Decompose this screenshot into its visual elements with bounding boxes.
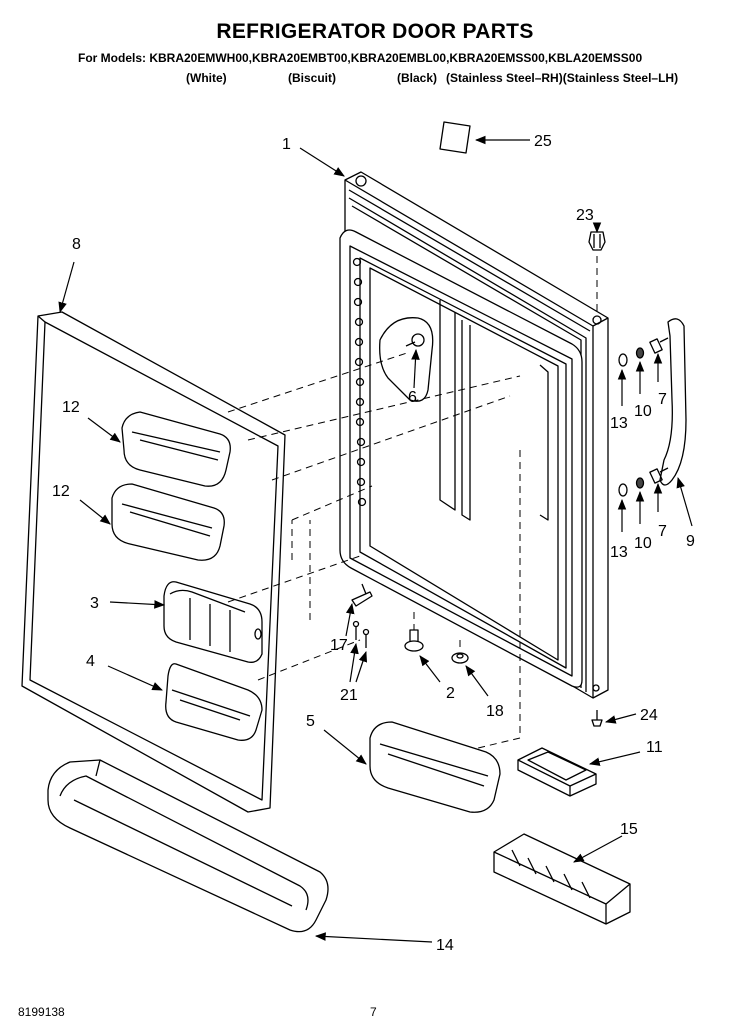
part-washer-18	[451, 652, 469, 664]
part-door-handle	[659, 318, 687, 486]
part-door-bin-upper-1	[121, 411, 231, 487]
callout-5: 5	[306, 713, 315, 730]
part-screw-24	[591, 710, 603, 727]
callout-6: 6	[408, 389, 417, 406]
callout-15: 15	[620, 821, 638, 838]
callout-9: 9	[686, 533, 695, 550]
variant-white: (White)	[186, 71, 227, 85]
callout-8: 8	[72, 236, 81, 253]
callout-1: 1	[282, 136, 291, 153]
callout-18: 18	[486, 703, 504, 720]
part-dairy-compartment	[163, 581, 263, 663]
variant-biscuit: (Biscuit)	[288, 71, 336, 85]
callout-17: 17	[330, 637, 348, 654]
liner-screw-holes	[352, 257, 367, 507]
callout-2: 2	[446, 685, 455, 702]
callout-3: 3	[90, 595, 99, 612]
callout-12-upper: 12	[62, 399, 80, 416]
variant-black: (Black)	[397, 71, 438, 85]
callout-7-upper: 7	[658, 391, 667, 408]
models-line: For Models: KBRA20EMWH00,KBRA20EMBT00,KB…	[78, 51, 643, 65]
part-fasteners-upper	[618, 337, 669, 367]
callout-7-lower: 7	[658, 523, 667, 540]
document-number: 8199138	[18, 1005, 65, 1019]
part-large-door-shelf	[47, 759, 329, 933]
part-door-bin-lower	[369, 721, 501, 813]
callout-13-upper: 13	[610, 415, 628, 432]
callout-14: 14	[436, 937, 454, 954]
page-title: REFRIGERATOR DOOR PARTS	[216, 20, 534, 43]
callout-13-lower: 13	[610, 544, 628, 561]
page-number: 7	[370, 1005, 377, 1019]
callout-12-lower: 12	[52, 483, 70, 500]
part-door-bin-upper-2	[111, 483, 225, 561]
part-screws-21	[352, 620, 370, 648]
alignment-lines	[227, 256, 598, 749]
part-bracket-17	[351, 583, 373, 607]
callout-labels: 1 25 23 8 6 12 12 3 4 13 10 7 13 10 7 9 …	[52, 133, 695, 954]
callout-25: 25	[534, 133, 552, 150]
part-dairy-bin	[165, 663, 263, 741]
callout-10-upper: 10	[634, 403, 652, 420]
callout-23: 23	[576, 207, 594, 224]
part-label-card	[439, 121, 471, 154]
part-hinge-bracket	[379, 317, 434, 402]
callout-11: 11	[646, 739, 663, 756]
callout-4: 4	[86, 653, 95, 670]
leader-arrows	[58, 135, 693, 943]
callout-24: 24	[640, 707, 658, 724]
part-hinge-pin	[404, 629, 424, 652]
part-can-rack	[493, 833, 631, 925]
callout-21: 21	[340, 687, 358, 704]
callout-10-lower: 10	[634, 535, 652, 552]
part-fasteners-lower	[618, 467, 669, 497]
part-egg-tray	[517, 747, 597, 797]
part-hinge-bushing	[588, 231, 606, 251]
variant-stainless: (Stainless Steel–RH)(Stainless Steel–LH)	[446, 71, 679, 85]
